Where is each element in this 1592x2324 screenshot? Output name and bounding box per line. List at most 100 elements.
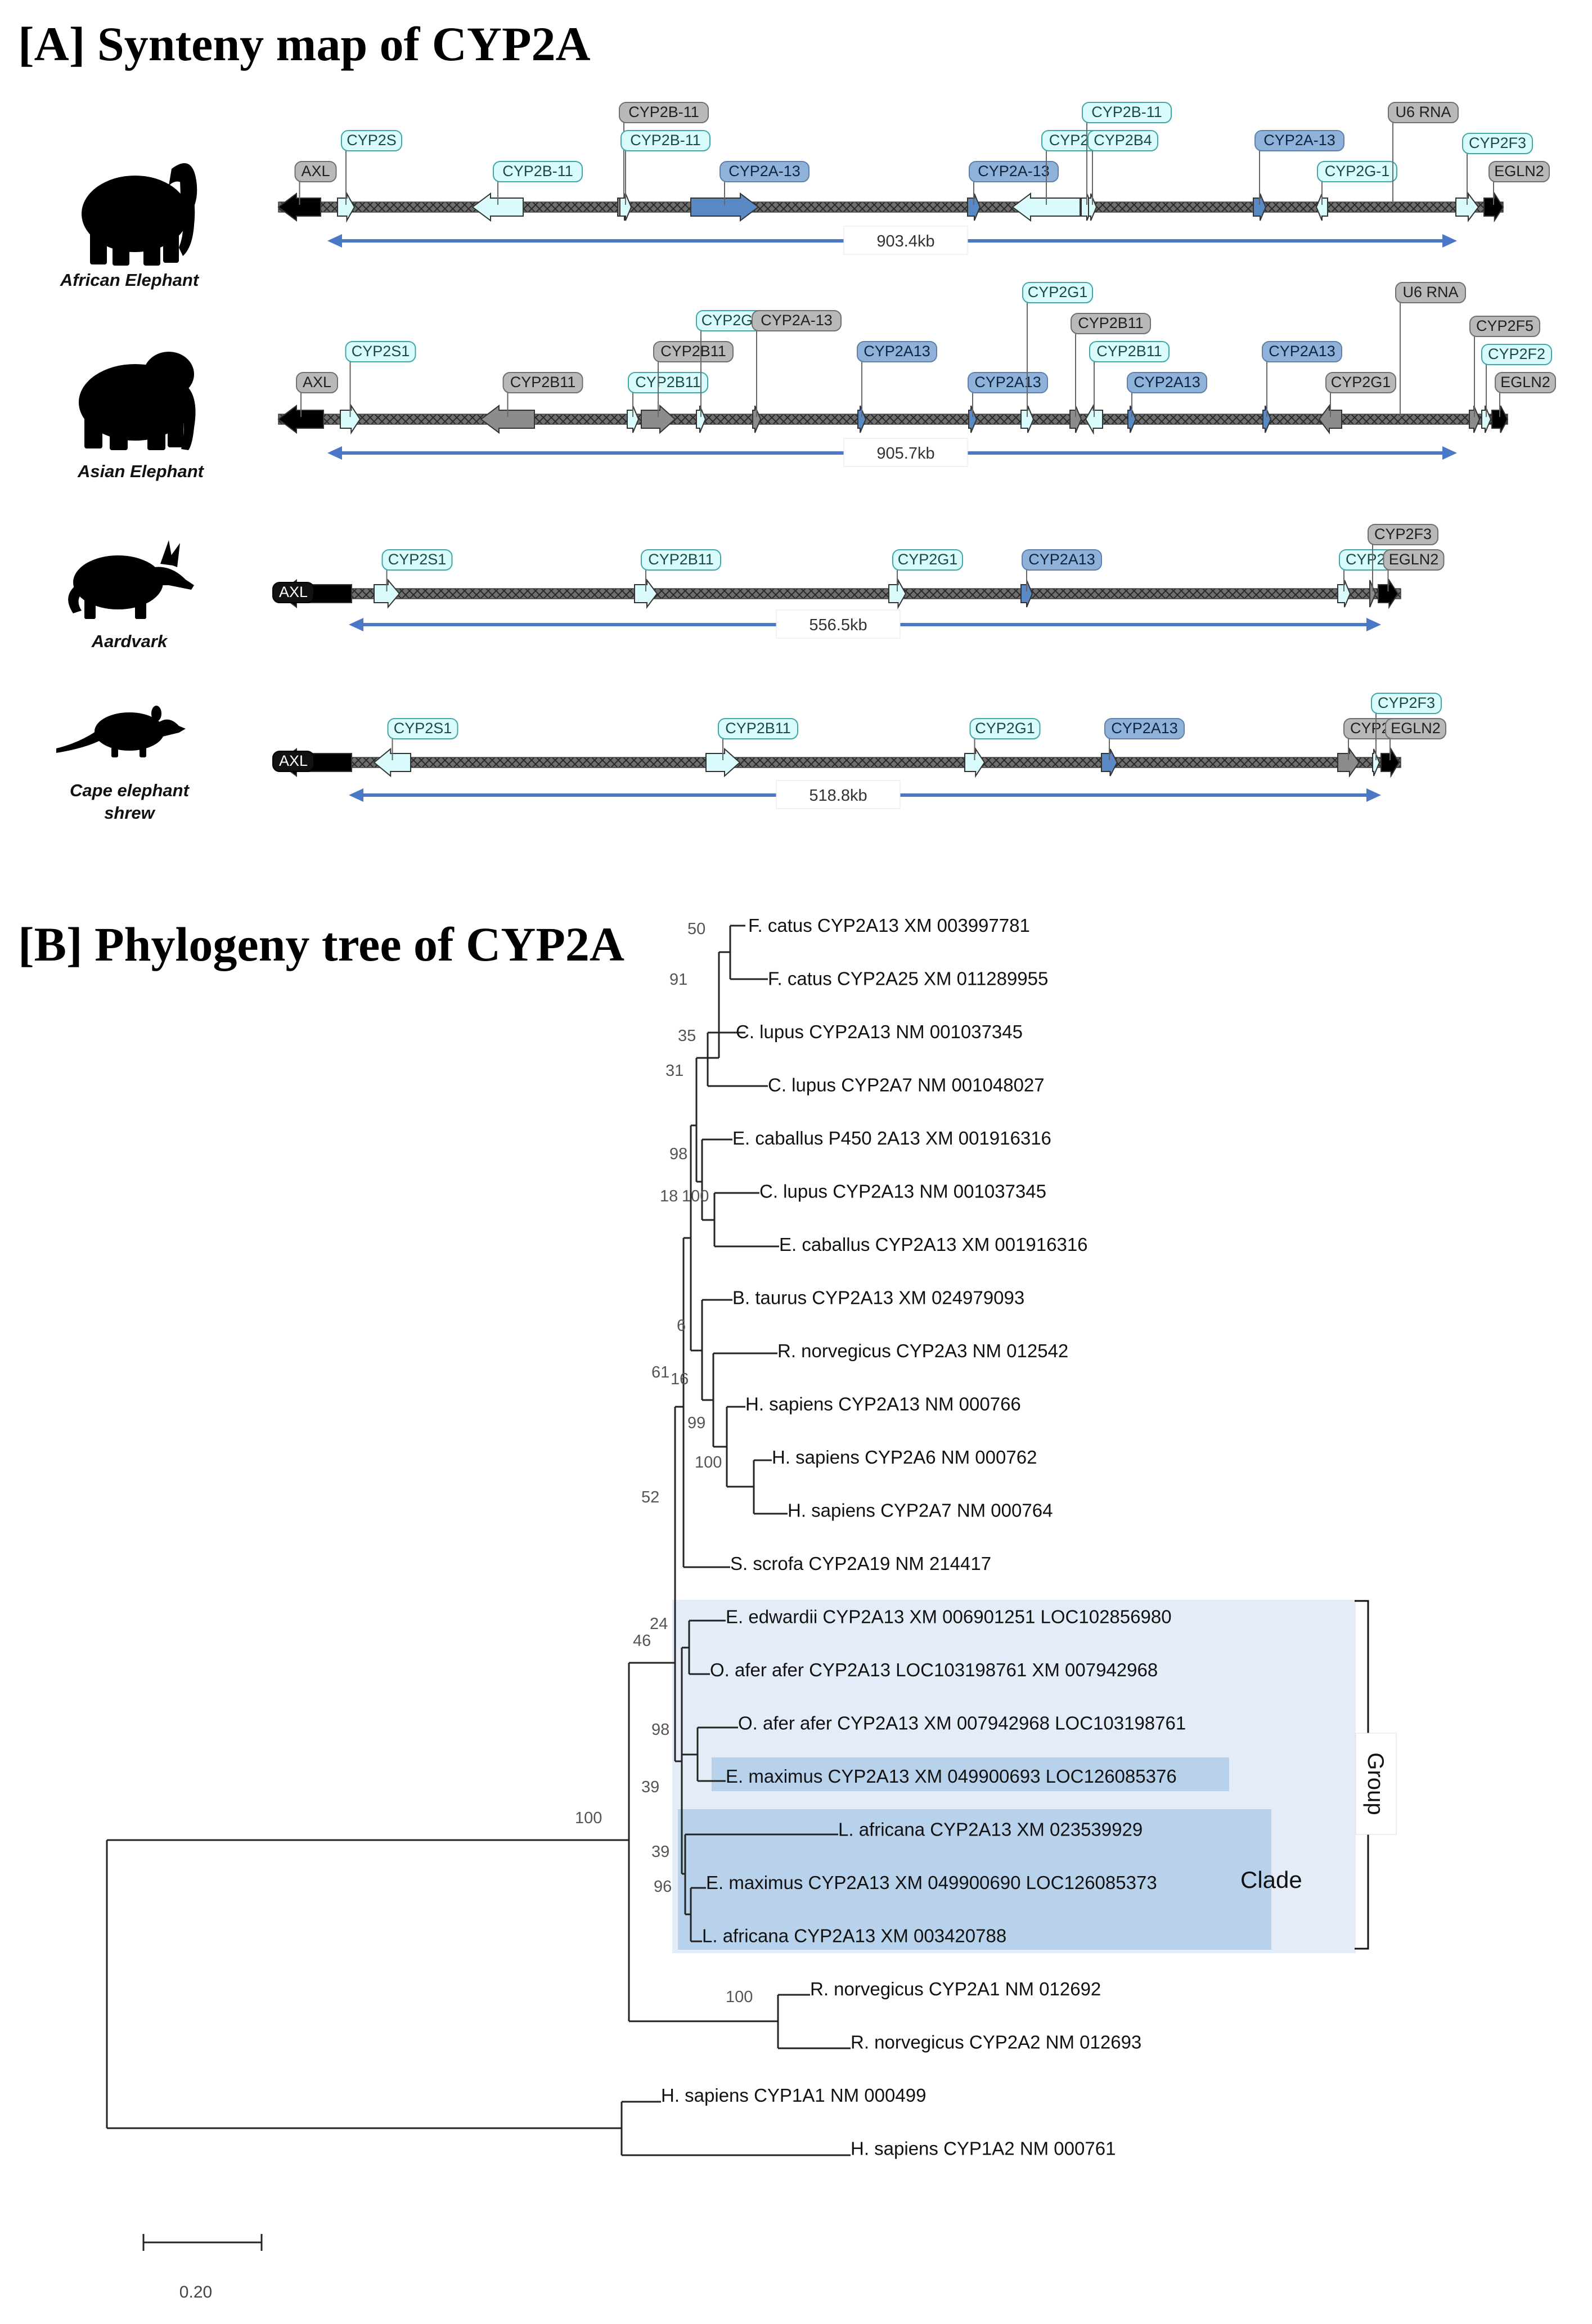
gene-label: CYP2S1	[352, 343, 410, 360]
span-arrowhead-left	[327, 446, 342, 460]
gene-label: CYP2A13	[864, 343, 930, 360]
gene-label-box	[1022, 549, 1102, 571]
gene-label-box	[718, 718, 798, 739]
gene-label: CYP2B11	[1096, 343, 1162, 360]
leaf-label: R. norvegicus CYP2A3 NM 012542	[777, 1340, 1068, 1361]
span-length-label: 518.8kb	[809, 787, 867, 805]
panel-a-title: [A] Synteny map of CYP2A	[18, 17, 591, 71]
gene-arrow	[277, 405, 324, 434]
gene-label-box	[272, 751, 314, 772]
bootstrap-value: 100	[575, 1809, 602, 1827]
gene-label-box	[969, 718, 1041, 739]
gene-arrow	[1481, 405, 1492, 433]
leaf-label: O. afer afer CYP2A13 LOC103198761 XM 007…	[710, 1659, 1158, 1680]
gene-label-box	[294, 161, 337, 182]
span-length-box	[843, 438, 968, 467]
gene-label-box	[1104, 718, 1185, 739]
gene-label-box	[345, 341, 416, 362]
bootstrap-value: 18	[660, 1187, 678, 1205]
leaf-label: H. sapiens CYP2A6 NM 000762	[772, 1447, 1037, 1468]
gene-label-box	[1481, 344, 1552, 365]
span-arrowhead-right	[1366, 788, 1381, 802]
gene-arrow	[964, 747, 986, 778]
span-arrowhead-left	[349, 788, 363, 802]
leaf-label: H. sapiens CYP1A2 NM 000761	[851, 2138, 1116, 2159]
bootstrap-value: 16	[671, 1370, 689, 1388]
gene-label-box	[493, 161, 583, 182]
gene-arrow	[1011, 192, 1081, 222]
panel-b-title: [B] Phylogeny tree of CYP2A	[18, 917, 624, 971]
gene-label-box	[1022, 282, 1093, 303]
bootstrap-value: 39	[651, 1843, 669, 1861]
gene-label: CYP2A-13	[1263, 132, 1335, 149]
gene-label-box	[1388, 102, 1459, 123]
gene-arrow	[857, 405, 867, 433]
gene-label-box	[892, 549, 963, 571]
span-length-box	[776, 780, 901, 809]
gene-label: AXL	[279, 584, 308, 600]
gene-arrow	[1088, 193, 1098, 221]
gene-label: CYP2B11	[510, 374, 576, 391]
gene-arrow	[480, 405, 535, 434]
gene-label: CYP2S1	[388, 551, 447, 568]
leaf-label: O. afer afer CYP2A13 XM 007942968 LOC103…	[738, 1713, 1186, 1734]
gene-arrow	[1378, 578, 1399, 609]
gene-label-box	[381, 549, 453, 571]
gene-arrow	[1085, 403, 1103, 435]
gene-label: CYP2B-11	[502, 163, 573, 180]
gene-arrow	[1318, 404, 1342, 434]
gene-label-box	[1087, 130, 1158, 151]
gene-label-box	[1089, 341, 1170, 362]
span-arrowhead-left	[349, 618, 363, 631]
bootstrap-value: 24	[650, 1615, 668, 1633]
leaf-label: E. maximus CYP2A13 XM 049900693 LOC12608…	[726, 1766, 1177, 1787]
gene-arrow	[340, 403, 361, 435]
gene-arrow	[1262, 405, 1272, 433]
gene-arrow	[1491, 405, 1509, 433]
gene-arrow	[752, 405, 762, 433]
gene-label-box	[969, 161, 1059, 182]
gene-label-box	[653, 341, 734, 362]
gene-label-box	[1071, 313, 1151, 334]
gene-arrow	[374, 578, 401, 609]
gene-label: EGLN2	[1494, 163, 1544, 180]
gene-label-box	[1383, 549, 1445, 571]
leaf-label: E. maximus CYP2A13 XM 049900690 LOC12608…	[706, 1872, 1157, 1893]
gene-label-box	[620, 130, 710, 151]
bootstrap-value: 50	[687, 920, 705, 938]
gene-label: CYP2B-11	[630, 132, 701, 149]
species-label-asian-elephant: Asian Elephant	[78, 461, 204, 481]
gene-label: CYP2A13	[1269, 343, 1335, 360]
gene-label: CYP2F3	[1469, 134, 1526, 151]
aardvark-icon	[68, 540, 194, 619]
bootstrap-value: 61	[651, 1363, 669, 1381]
gene-label-box	[272, 582, 314, 603]
gene-label-box	[1254, 130, 1344, 151]
span-length-label: 905.7kb	[876, 445, 934, 463]
gene-label-box	[1385, 718, 1446, 739]
leaf-label: E. caballus CYP2A13 XM 001916316	[779, 1234, 1088, 1255]
gene-label: EGLN2	[1389, 551, 1439, 568]
species-label-african-elephant: African Elephant	[60, 270, 199, 290]
gene-arrow	[696, 405, 707, 433]
gene-label-box	[1317, 161, 1397, 182]
gene-label-box	[641, 549, 721, 571]
span-length-label: 903.4kb	[876, 232, 934, 250]
gene-label: CYP2G1	[975, 720, 1035, 737]
gene-label-box	[1368, 524, 1438, 545]
span-length-label: 556.5kb	[809, 616, 867, 634]
span-arrowhead-left	[327, 234, 342, 248]
species-label-aardvark: Aardvark	[91, 631, 168, 651]
gene-label: CYP2G1	[898, 551, 958, 568]
gene-label: AXL	[303, 374, 331, 391]
gene-label: CYP2A-13	[728, 163, 801, 180]
span-length-box	[776, 609, 901, 639]
gene-label: CYP2S	[347, 132, 397, 149]
gene-label: CYP2F2	[1488, 346, 1545, 362]
group-label-box	[1355, 1733, 1397, 1835]
gene-label-box	[1127, 372, 1207, 393]
gene-arrow	[471, 192, 524, 222]
bootstrap-value: 99	[687, 1414, 705, 1432]
